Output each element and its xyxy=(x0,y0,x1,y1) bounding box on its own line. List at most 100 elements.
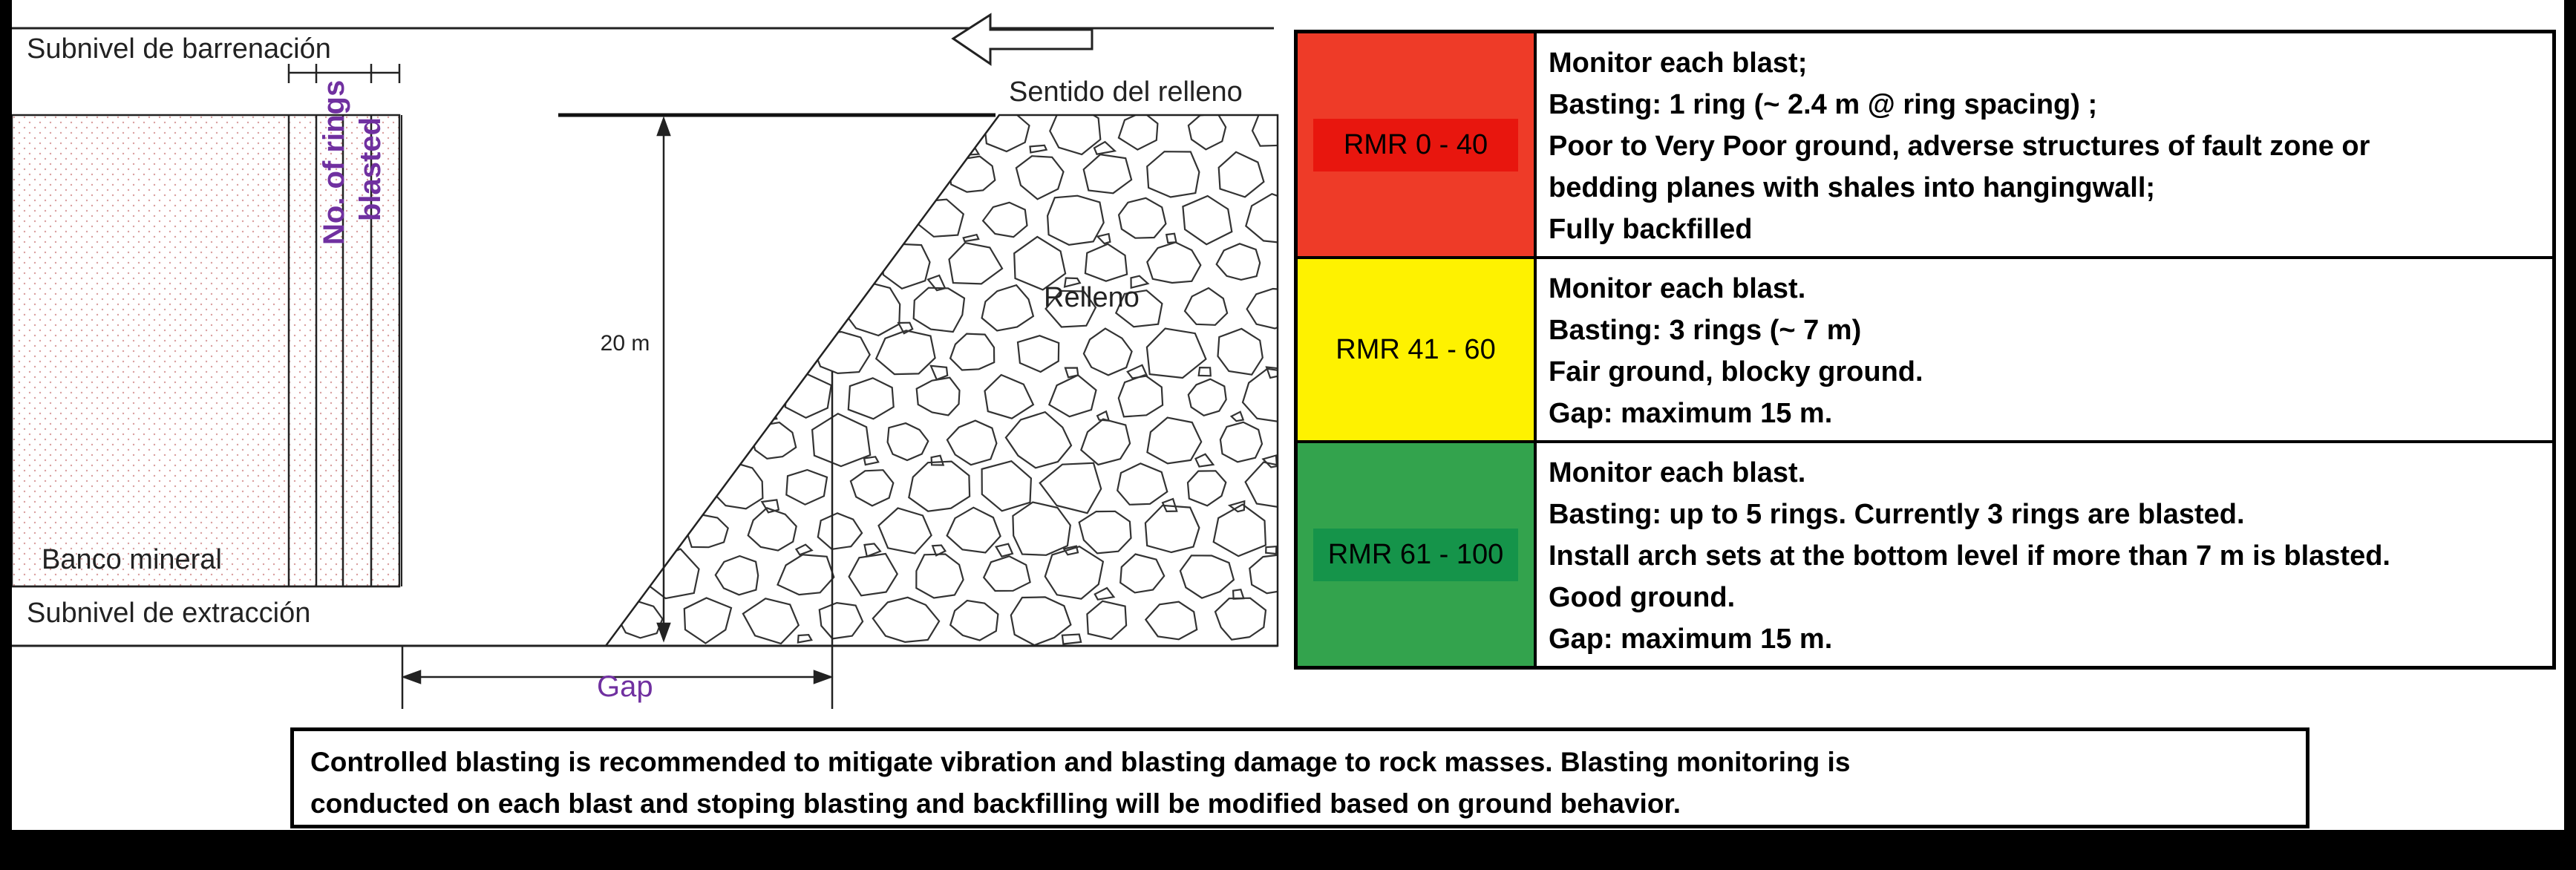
rock-shape xyxy=(962,233,980,243)
rock-shape xyxy=(1046,194,1105,246)
rock-shape xyxy=(915,376,961,416)
rock-shape xyxy=(1182,194,1233,246)
rock-shape xyxy=(817,512,863,550)
rock-shape xyxy=(843,281,901,337)
rock-shape xyxy=(881,243,931,290)
rock-shape xyxy=(606,555,631,595)
rmr-class-label: RMR 41 - 60 xyxy=(1313,323,1518,376)
rock-shape xyxy=(1183,287,1229,326)
rock-shape xyxy=(1186,470,1227,507)
rock-shape xyxy=(709,115,769,158)
rock-shape xyxy=(615,154,661,194)
rmr-description-cell: Monitor each blast;Basting: 1 ring (~ 2.… xyxy=(1534,30,2556,259)
height-dimension xyxy=(656,116,671,643)
rock-shape xyxy=(679,154,730,194)
rock-shape xyxy=(707,369,769,421)
rock-shape xyxy=(877,507,932,555)
rock-shape xyxy=(1117,373,1164,418)
rock-shape xyxy=(895,144,913,155)
rock-shape xyxy=(606,198,627,238)
rock-shape xyxy=(1265,546,1278,555)
rock-shape xyxy=(1285,422,1294,463)
rock-shape xyxy=(908,460,971,512)
ring-dimension-marker xyxy=(287,64,401,83)
rock-shape xyxy=(1277,330,1278,379)
rock-shape xyxy=(1064,367,1079,379)
rock-shape xyxy=(747,507,797,552)
rock-shape xyxy=(926,274,947,292)
rock-shape xyxy=(1227,500,1246,513)
rock-shape xyxy=(846,115,901,154)
rock-shape xyxy=(1286,156,1294,194)
rock-shape xyxy=(863,543,882,557)
rock-shape xyxy=(1062,545,1079,556)
rmr-description-line: Gap: maximum 15 m. xyxy=(1549,624,1833,655)
rock-shape xyxy=(849,469,895,507)
rock-shape xyxy=(1096,232,1111,245)
label-subnivel-extraccion: Subnivel de extracción xyxy=(27,598,310,629)
rock-shape xyxy=(849,196,897,238)
rock-shape xyxy=(1187,115,1227,151)
rock-shape xyxy=(1082,327,1133,376)
rock-shape xyxy=(1086,600,1128,641)
rock-shape xyxy=(1130,275,1150,290)
rock-shape xyxy=(1044,546,1105,600)
rock-shape xyxy=(606,372,634,422)
rock-shape xyxy=(760,499,780,514)
label-gap: Gap xyxy=(597,670,653,703)
rock-shape xyxy=(794,543,814,556)
rock-shape xyxy=(1063,277,1082,288)
rock-shape xyxy=(779,198,834,240)
stope-diagram: Subnivel de barrenación Subnivel de extr… xyxy=(12,13,1294,709)
rock-shape xyxy=(1244,461,1278,509)
rock-shape xyxy=(1145,327,1207,379)
rock-shape xyxy=(912,287,966,333)
rock-shape xyxy=(785,468,828,506)
rock-shape xyxy=(1249,553,1278,595)
rock-shape xyxy=(916,198,965,238)
rock-shape xyxy=(1144,504,1200,554)
backfill-outline xyxy=(604,114,1279,647)
rock-shape xyxy=(1029,144,1048,154)
rock-shape xyxy=(818,601,864,640)
rock-shape xyxy=(863,456,880,466)
rock-shape xyxy=(930,454,945,466)
rock-shape xyxy=(1144,601,1198,641)
rock-shape xyxy=(1126,364,1148,379)
rock-shape xyxy=(695,232,713,243)
rock-shape xyxy=(610,241,667,287)
rock-shape xyxy=(676,238,739,292)
rmr-description-line: bedding planes with shales into hangingw… xyxy=(1549,172,2156,203)
rmr-description-line: Monitor each blast. xyxy=(1549,457,1806,488)
rmr-description-cell: Monitor each blast.Basting: up to 5 ring… xyxy=(1534,440,2556,670)
rock-shape xyxy=(1277,595,1278,644)
rock-shape xyxy=(946,419,998,466)
rock-shape xyxy=(981,459,1033,512)
rock-shape xyxy=(1117,462,1168,506)
rock-shape xyxy=(946,506,1001,554)
rock-shape xyxy=(949,599,999,641)
rock-shape xyxy=(1049,115,1102,156)
label-rings-blasted-1: No. of rings xyxy=(318,80,350,245)
rock-shape xyxy=(1219,421,1264,463)
rock-shape xyxy=(1246,287,1278,330)
rock-shape xyxy=(1146,151,1200,198)
rock-shape xyxy=(650,376,693,419)
label-subnivel-barrenacion: Subnivel de barrenación xyxy=(27,33,331,65)
rock-shape xyxy=(1078,510,1132,555)
rock-shape xyxy=(627,232,648,246)
rock-shape xyxy=(1117,115,1159,151)
rock-shape xyxy=(1187,378,1227,417)
blasting-note: Controlled blasting is recommended to mi… xyxy=(290,727,2309,828)
rock-shape xyxy=(1047,374,1097,418)
note-line: Controlled blasting is recommended to mi… xyxy=(310,747,1851,777)
rmr-class-cell: RMR 0 - 40 xyxy=(1294,30,1537,259)
rock-shape xyxy=(1146,416,1203,465)
rock-shape xyxy=(1194,453,1215,468)
rock-shape xyxy=(748,151,797,197)
rmr-description-line: Monitor each blast. xyxy=(1549,273,1806,304)
rock-shape xyxy=(777,554,835,596)
rock-shape xyxy=(1093,140,1117,155)
